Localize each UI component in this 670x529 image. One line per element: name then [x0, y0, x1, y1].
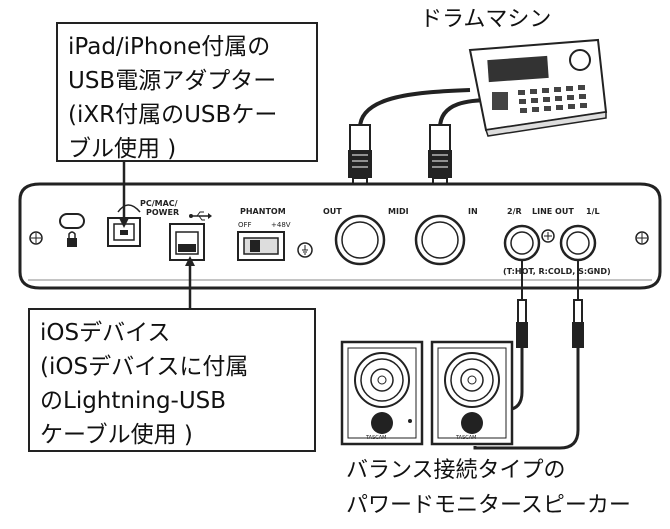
label-48v: +48V [271, 221, 291, 229]
line-out-plug-left [572, 260, 584, 348]
power-adapter-line-3: (iXR付属のUSBケー [68, 102, 278, 128]
line-out-jack-right [503, 224, 541, 262]
security-slot [59, 213, 85, 229]
drum-machine-knob [569, 49, 591, 71]
midi-cable-out [358, 88, 471, 129]
speaker-right: TASCAM [430, 340, 514, 446]
label-pc-mac: PC/MAC/ [140, 199, 178, 208]
lock-icon [67, 231, 77, 247]
label-power: POWER [146, 208, 179, 217]
drum-machine-device [468, 38, 608, 137]
monitor-speaker-label-line-1: バランス接続タイプの [346, 458, 566, 483]
monitor-speaker-label-line-2: パワードモニタースピーカー [346, 493, 631, 518]
power-adapter-line-4: ブル使用 ) [68, 136, 177, 162]
ios-device-line-2: (iOSデバイスに付属 [40, 354, 249, 380]
line-out-plug-right [516, 260, 528, 348]
midi-in-jack [414, 214, 466, 266]
power-adapter-line-2: USB電源アダプター [68, 68, 277, 94]
label-phantom: PHANTOM [240, 207, 286, 216]
usb-symbol-icon [189, 211, 212, 221]
midi-out-jack [334, 214, 386, 266]
ground-terminal-icon [297, 242, 313, 258]
drum-machine-label: ドラムマシン [420, 7, 552, 32]
speaker-right-brand: TASCAM [455, 435, 477, 441]
interface-rear-panel: PC/MAC/ POWER PHANTOM OFF +48V OUT MIDI [18, 182, 662, 290]
label-ch2: 2/R [507, 207, 522, 216]
power-adapter-line-1: iPad/iPhone付属の [68, 34, 271, 60]
ios-device-line-3: のLightning-USB [40, 388, 227, 414]
label-midi: MIDI [388, 207, 409, 216]
label-off: OFF [238, 221, 252, 229]
speaker-left: TASCAM [340, 340, 424, 446]
speaker-cable-left [473, 348, 580, 450]
ios-device-line-1: iOSデバイス [40, 320, 171, 346]
ios-device-line-4: ケーブル使用 ) [40, 422, 193, 448]
label-in: IN [468, 207, 478, 216]
power-adapter-callout: iPad/iPhone付属の USB電源アダプター (iXR付属のUSBケー ブ… [56, 22, 318, 162]
ios-device-callout: iOSデバイス (iOSデバイスに付属 のLightning-USB ケーブル使… [28, 308, 316, 452]
label-out: OUT [323, 207, 342, 216]
label-ch1: 1/L [586, 207, 600, 216]
speaker-left-brand: TASCAM [365, 435, 387, 441]
label-pin-note: (T:HOT, R:COLD, S:GND) [503, 267, 611, 276]
line-out-jack-left [559, 224, 597, 262]
label-line-out: LINE OUT [532, 207, 574, 216]
panel-screw-icon [541, 229, 555, 243]
